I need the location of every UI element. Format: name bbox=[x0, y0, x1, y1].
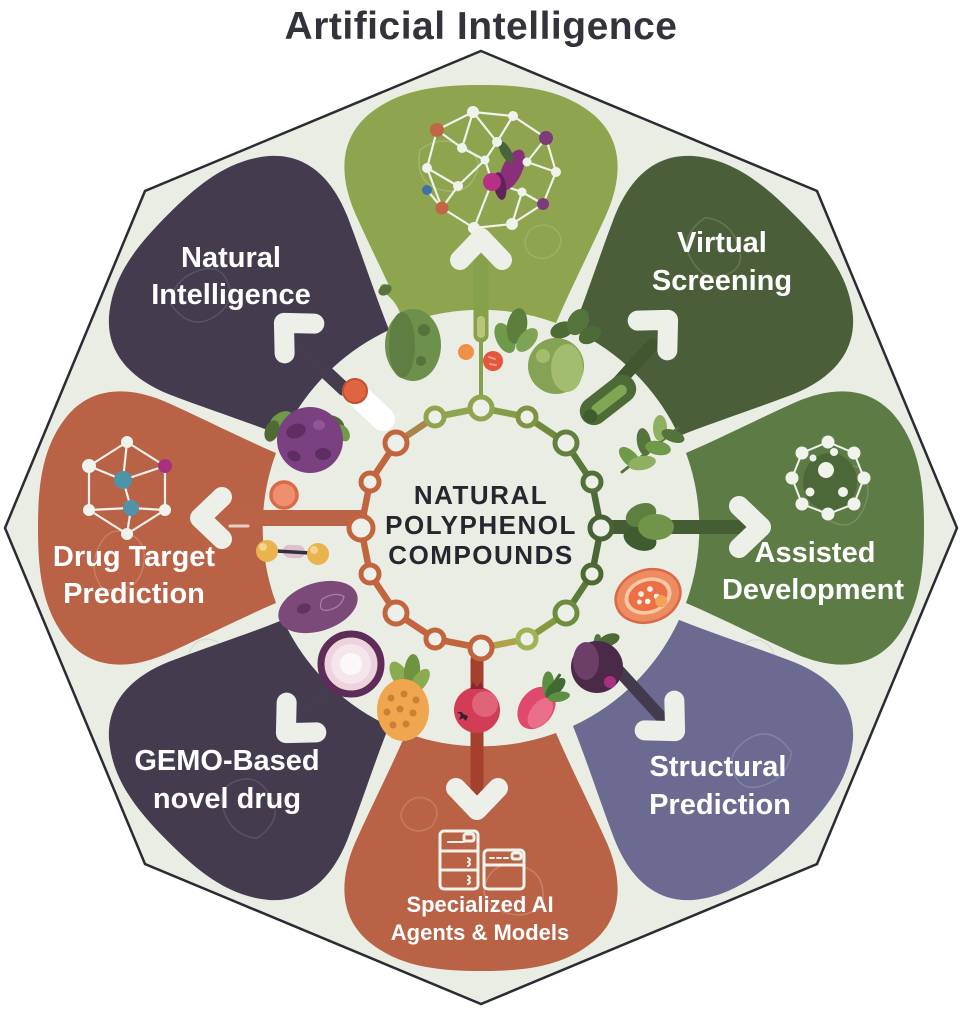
dumbbell-illustration bbox=[256, 540, 329, 565]
petal-labels: Virtual Screening Assisted Development S… bbox=[53, 227, 904, 945]
label-natural-intelligence-1: Natural bbox=[181, 242, 281, 274]
pill-ball-illustration bbox=[342, 378, 368, 404]
label-gemo-1: GEMO-Based bbox=[134, 745, 319, 777]
chevron-down-right-icon bbox=[634, 690, 686, 742]
chain-ring-nodes bbox=[346, 394, 615, 662]
fig-illustration bbox=[264, 407, 350, 473]
chevron-right-icon bbox=[729, 496, 771, 558]
chevron-up-right-icon bbox=[627, 309, 679, 361]
ring-node bbox=[358, 562, 382, 586]
cucumber-illustration bbox=[579, 374, 637, 426]
center-label-line2: POLYPHENOL bbox=[385, 510, 577, 540]
ring-node bbox=[346, 513, 376, 543]
pineapple-illustration bbox=[377, 654, 430, 741]
center-label-line1: NATURAL bbox=[414, 480, 548, 510]
label-virtual-screening-2: Screening bbox=[652, 265, 792, 297]
berry-dot-illustration bbox=[269, 480, 299, 510]
label-drug-target-2: Prediction bbox=[63, 578, 205, 610]
orange-dot-illustration bbox=[458, 344, 474, 360]
page-title: Artificial Intelligence bbox=[285, 5, 678, 48]
network-graph-icon bbox=[422, 106, 561, 234]
chevron-arrows bbox=[190, 228, 771, 820]
ring-node bbox=[467, 394, 495, 422]
petal-ai-network-hub bbox=[344, 85, 618, 323]
label-assisted-development-2: Development bbox=[722, 574, 904, 606]
leaf-bud-illustration bbox=[623, 502, 674, 551]
ring-node bbox=[587, 514, 615, 542]
orange-slice-illustration bbox=[614, 568, 682, 624]
ring-node bbox=[552, 599, 580, 627]
label-structural-prediction-2: Prediction bbox=[649, 789, 791, 821]
mesh-network-icon bbox=[82, 436, 172, 540]
server-stack-icon bbox=[438, 829, 526, 891]
avocado-illustration bbox=[278, 580, 358, 634]
ring-node bbox=[358, 470, 382, 494]
ring-node bbox=[515, 405, 539, 429]
molecule-icon bbox=[785, 435, 871, 521]
chevron-left-icon bbox=[190, 487, 232, 549]
strawberry-illustration bbox=[517, 671, 570, 730]
label-specialized-ai-1: Specialized AI bbox=[406, 892, 553, 917]
ring-node bbox=[382, 429, 410, 457]
radish-illustration bbox=[483, 308, 538, 371]
ring-node bbox=[423, 627, 447, 651]
ring-node bbox=[423, 405, 447, 429]
label-drug-target-1: Drug Target bbox=[53, 541, 216, 573]
label-gemo-2: novel drug bbox=[153, 783, 301, 815]
ring-node bbox=[580, 470, 604, 494]
chevron-down-icon bbox=[446, 778, 508, 820]
ring-node bbox=[552, 429, 580, 457]
ring-node bbox=[580, 562, 604, 586]
plum-illustration bbox=[571, 633, 623, 693]
center-label-line3: COMPOUNDS bbox=[388, 540, 573, 570]
stem-natural-intelligence bbox=[291, 339, 351, 396]
chevron-up-icon bbox=[450, 228, 512, 270]
label-natural-intelligence-2: Intelligence bbox=[151, 279, 311, 311]
label-assisted-development-1: Assisted bbox=[755, 537, 876, 569]
onion-slice-illustration bbox=[317, 630, 385, 698]
label-structural-prediction-1: Structural bbox=[650, 751, 787, 783]
pomegranate-illustration bbox=[454, 682, 500, 733]
center-label: NATURAL POLYPHENOL COMPOUNDS bbox=[385, 480, 577, 570]
ring-node bbox=[467, 634, 495, 662]
label-specialized-ai-2: Agents & Models bbox=[391, 920, 569, 945]
apple-illustration bbox=[528, 308, 602, 394]
petal-virtual-screening bbox=[572, 156, 853, 437]
petal-specialized-ai-agents bbox=[344, 733, 618, 971]
ring-node bbox=[515, 627, 539, 651]
gourd-illustration bbox=[378, 284, 441, 381]
fruit-illustrations bbox=[256, 284, 685, 741]
label-virtual-screening-1: Virtual bbox=[677, 227, 767, 259]
chevron-down-left-icon bbox=[275, 692, 327, 744]
olive-branch-illustration bbox=[618, 415, 685, 474]
ring-node bbox=[382, 599, 410, 627]
chevron-up-left-icon bbox=[273, 312, 325, 364]
